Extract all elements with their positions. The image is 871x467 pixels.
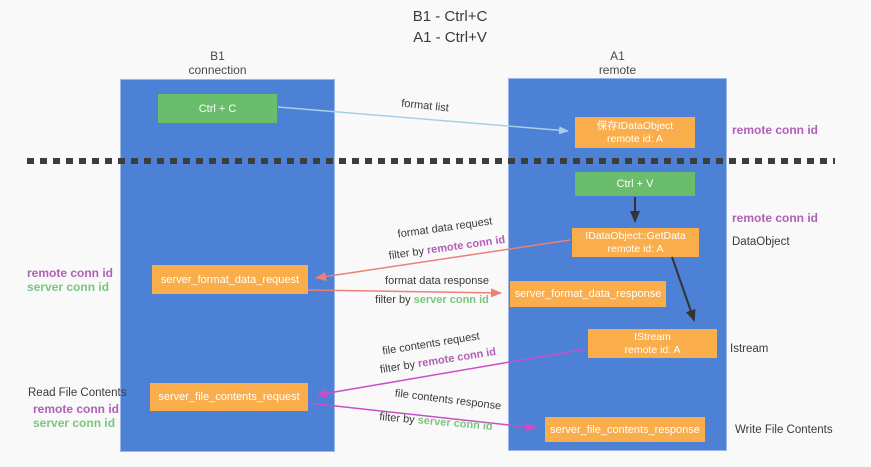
lane-header-a1: A1 remote: [560, 49, 675, 77]
label-format-data-response-filter-id: server conn id: [413, 294, 489, 306]
label-format-data-request-filter-id: remote conn id: [426, 233, 506, 257]
lane-header-a1-role: remote: [598, 63, 637, 77]
box-server-format-data-request-label: server_format_data_request: [160, 273, 300, 286]
label-format-data-request-filter-prefix: filter by: [388, 244, 428, 263]
box-idataobject-getdata: IDataObject::GetData remote id: A: [572, 228, 699, 257]
lane-header-b1-role: connection: [188, 63, 247, 77]
label-format-list: format list: [400, 97, 450, 115]
lane-header-b1-name: B1: [210, 49, 225, 63]
box-istream-line2: remote id: A: [624, 343, 681, 356]
box-server-file-contents-response-label: server_file_contents_response: [550, 423, 700, 436]
title-line-2: A1 - Ctrl+V: [413, 29, 487, 46]
title-line-1: B1 - Ctrl+C: [412, 8, 488, 25]
box-idataobject-getdata-line2: remote id: A: [607, 242, 664, 255]
label-dataobject: DataObject: [732, 236, 790, 248]
box-server-format-data-response: server_format_data_response: [510, 281, 666, 307]
label-read-remote-conn-id: remote conn id: [33, 402, 120, 416]
box-save-dataobject: 保存IDataObject remote id: A: [575, 117, 695, 148]
box-ctrl-c-label: Ctrl + C: [198, 102, 237, 115]
label-file-contents-request-filter-prefix: filter by: [379, 358, 420, 377]
box-server-format-data-response-label: server_format_data_response: [514, 288, 662, 300]
box-server-file-contents-request-label: server_file_contents_request: [158, 391, 300, 403]
box-server-file-contents-request: server_file_contents_request: [150, 383, 308, 411]
label-format-data-response-filter: filter by server conn id: [362, 294, 502, 306]
box-server-format-data-request: server_format_data_request: [152, 265, 308, 294]
label-file-contents-response-filter-prefix: filter by: [378, 411, 419, 427]
lane-header-b1: B1 connection: [160, 49, 275, 77]
label-remote-conn-id-top: remote conn id: [732, 123, 819, 137]
label-left-server-conn-id: server conn id: [27, 280, 110, 294]
label-istream: Istream: [730, 343, 769, 355]
box-ctrl-c: Ctrl + C: [158, 94, 277, 123]
box-istream-line1: IStream: [634, 330, 671, 343]
box-istream: IStream remote id: A: [588, 329, 717, 358]
box-server-file-contents-response: server_file_contents_response: [545, 417, 705, 442]
box-save-dataobject-line1: 保存IDataObject: [596, 119, 674, 132]
lane-header-a1-name: A1: [610, 49, 625, 63]
label-format-data-response-filter-prefix: filter by: [375, 294, 414, 306]
label-left-remote-conn-id: remote conn id: [27, 266, 114, 280]
label-file-contents-response: file contents response: [394, 387, 502, 413]
label-write-file-contents: Write File Contents: [735, 424, 833, 436]
label-remote-conn-id-mid: remote conn id: [732, 211, 819, 225]
diagram-title: B1 - Ctrl+C A1 - Ctrl+V: [330, 6, 570, 48]
label-file-contents-response-filter: filter by server conn id: [366, 410, 507, 434]
box-ctrl-v-label: Ctrl + V: [616, 178, 654, 190]
label-read-server-conn-id: server conn id: [33, 416, 116, 430]
box-save-dataobject-line2: remote id: A: [606, 132, 664, 145]
box-idataobject-getdata-line1: IDataObject::GetData: [585, 229, 686, 242]
label-file-contents-response-filter-id: server conn id: [417, 414, 494, 433]
label-format-data-response: format data response: [385, 275, 489, 287]
box-ctrl-v: Ctrl + V: [575, 172, 695, 196]
arrow-format-data-response: [307, 288, 502, 298]
label-read-file-contents: Read File Contents: [28, 387, 127, 399]
